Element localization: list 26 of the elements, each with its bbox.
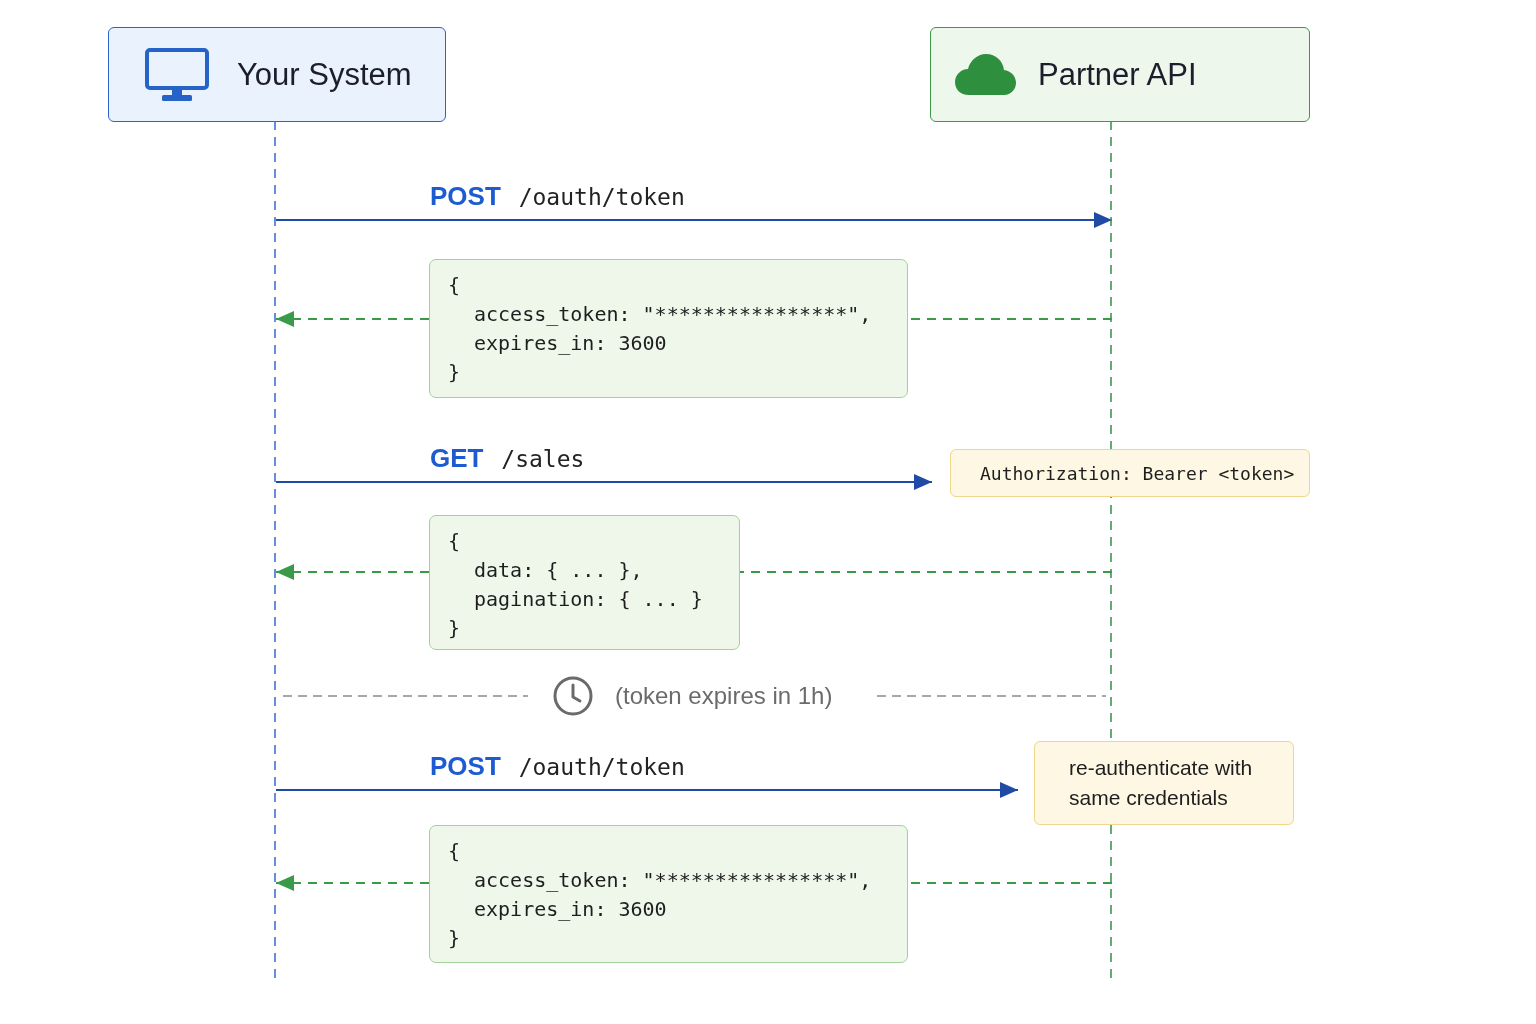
code-line: data: { ... }, [474,557,643,584]
response-box [429,259,908,398]
code-line: } [448,615,461,642]
note-text: (token expires in 1h) [615,681,833,711]
code-line: } [448,359,461,386]
note-text: re-authenticate with same credentials [1069,755,1254,811]
code-line: { [448,272,461,299]
code-line: access_token: "****************", [474,301,872,328]
participant-name: Your System [237,56,412,93]
code-line: expires_in: 3600 [474,330,667,357]
code-line: expires_in: 3600 [474,896,667,923]
code-line: access_token: "****************", [474,867,872,894]
note-text: Authorization: Bearer <token> [980,462,1295,484]
arrow [275,474,933,490]
response-box [429,515,740,650]
dashed-arrow [275,564,430,580]
dashed-arrow [275,875,430,891]
response-box [429,825,908,963]
dashed-arrow [275,311,430,327]
code-line: } [448,925,461,952]
dashed-line [739,571,1113,573]
code-line: pagination: { ... } [474,586,703,613]
arrow [275,212,1113,228]
code-line: { [448,528,461,555]
participant-name: Partner API [1038,56,1197,93]
code-line: { [448,838,461,865]
